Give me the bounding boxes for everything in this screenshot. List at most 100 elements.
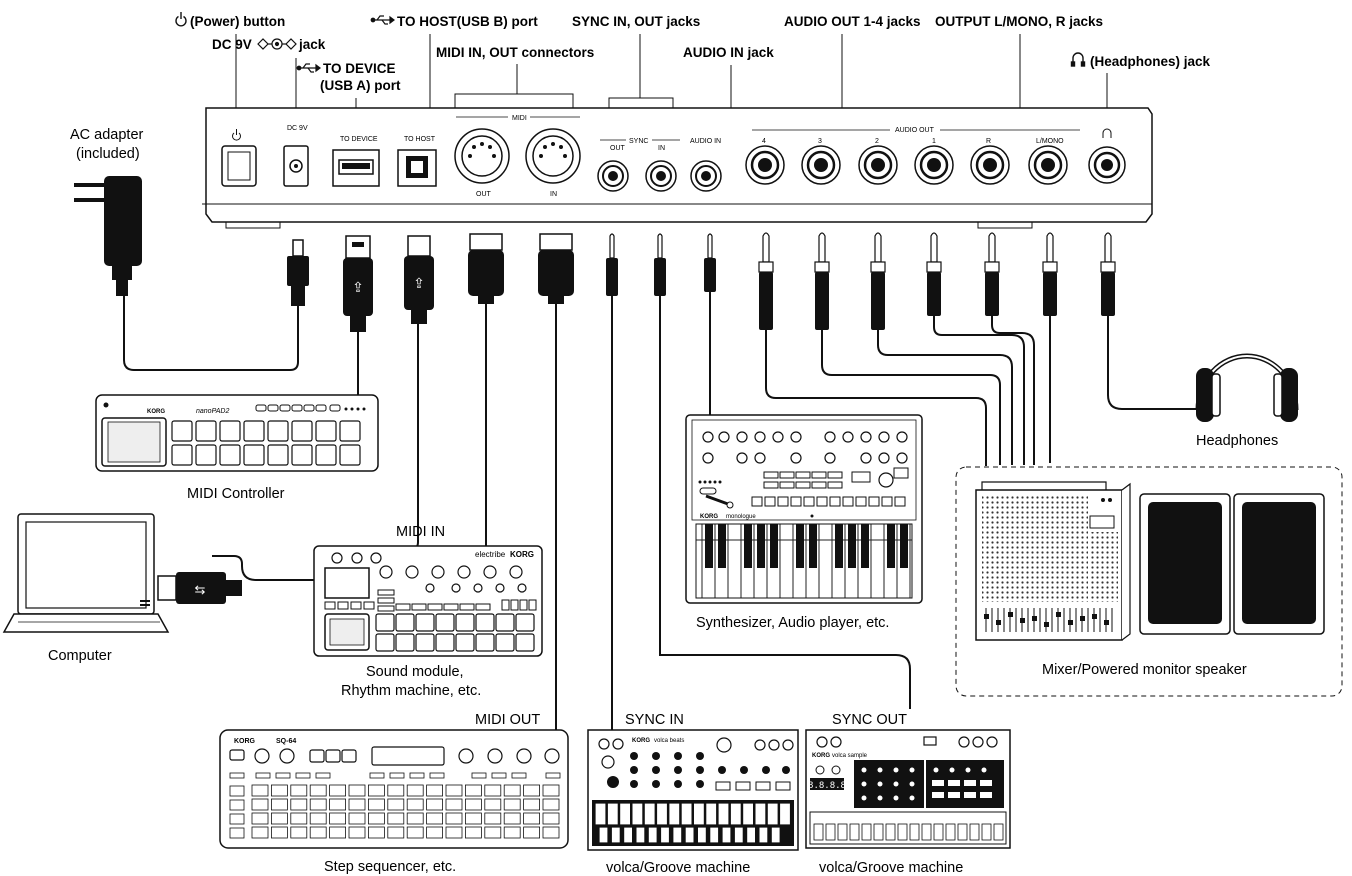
audio-in-plug — [704, 233, 716, 292]
step-pad — [523, 812, 540, 825]
volca-key — [743, 803, 753, 825]
step-pad — [348, 826, 366, 839]
out-l-panel-label: L/MONO — [1036, 138, 1064, 145]
headphones-jack[interactable] — [1088, 128, 1126, 184]
to-host-panel-label: TO HOST — [404, 136, 436, 143]
sync-in-label: SYNC IN — [625, 712, 684, 728]
sync-out-panel-label: OUT — [610, 145, 626, 152]
sync-in-plug — [654, 233, 666, 296]
step-pad — [367, 812, 385, 825]
step-pad — [387, 826, 405, 839]
volca-key — [969, 823, 980, 841]
audio-out-4-jack[interactable]: 4 — [745, 138, 785, 185]
volca-sample-device: SYNC OUT KORG volca sample 8.8.8.8 volca… — [805, 712, 1011, 876]
mixer-label: Mixer/Powered monitor speaker — [1042, 662, 1247, 678]
volca-key — [722, 827, 731, 843]
sync-panel-label: SYNC — [629, 138, 648, 145]
audio-out-callout-text: AUDIO OUT 1-4 jacks — [784, 14, 921, 29]
volca-beats-device: SYNC IN KORG volca beats volca/Groove ma… — [587, 712, 799, 876]
korg-logo-text: KORG — [812, 753, 830, 759]
headphones-icon — [1102, 128, 1112, 138]
volca-key — [837, 823, 848, 841]
output-r-jack[interactable]: R — [970, 138, 1010, 185]
step-pad — [387, 784, 405, 797]
step-pad — [503, 784, 521, 797]
volca-sample-label: volca/Groove machine — [819, 860, 963, 876]
step-pad — [309, 798, 327, 811]
dc9v-callout-text: DC 9V — [212, 37, 252, 52]
midi-plug-in — [538, 233, 574, 304]
audio-out-3-jack[interactable]: 3 — [801, 138, 841, 185]
step-pad — [270, 784, 288, 797]
volca-key — [813, 823, 824, 841]
midi-in-label: MIDI IN — [396, 524, 445, 540]
audio-out-2-jack[interactable]: 2 — [858, 138, 898, 185]
output-l-mono-jack[interactable]: L/MONO — [1028, 138, 1068, 185]
volca-key — [755, 803, 766, 825]
power-icon — [175, 12, 187, 27]
step-pad — [367, 784, 385, 797]
volca-key — [957, 823, 968, 841]
sync-out-label: SYNC OUT — [832, 712, 907, 728]
korg-logo-text: KORG — [234, 738, 256, 745]
dc9v-suffix-text: jack — [298, 37, 326, 52]
ac-adapter-note: (included) — [76, 146, 140, 162]
step-pad — [445, 812, 463, 825]
headphones-label: Headphones — [1196, 433, 1278, 449]
output-callout-text: OUTPUT L/MONO, R jacks — [935, 14, 1103, 29]
monologue-logo-text: monologue — [726, 514, 756, 520]
volca-keys — [813, 823, 1004, 841]
step-pad — [329, 812, 347, 825]
step-pad — [309, 812, 327, 825]
sync-in-jack[interactable]: IN — [645, 145, 677, 192]
audio-in-callout-text: AUDIO IN jack — [683, 45, 774, 60]
audio-in-jack[interactable]: AUDIO IN — [690, 138, 722, 192]
volca-key — [849, 823, 860, 841]
step-pad — [387, 798, 405, 811]
volca-key — [734, 827, 743, 843]
usb-a-port[interactable]: TO DEVICE — [332, 136, 380, 187]
volca-key — [981, 823, 992, 841]
computer-label: Computer — [48, 648, 112, 664]
headphones-icon — [1070, 52, 1086, 67]
volca-beats-logo-text: volca beats — [654, 738, 684, 744]
step-pad — [290, 812, 308, 825]
step-pad — [523, 784, 540, 797]
step-sequencer-device: MIDI OUT KORG SQ-64 Step sequencer, etc. — [219, 712, 569, 875]
usb-b-port[interactable]: TO HOST — [397, 136, 437, 187]
step-pad — [426, 812, 444, 825]
volca-key — [885, 823, 896, 841]
volca-key — [873, 823, 884, 841]
callout-headphones: (Headphones) jack — [1070, 52, 1211, 69]
power-callout-text: (Power) button — [190, 14, 285, 29]
sound-module-device: MIDI IN electribe KORG Sound module, Rhy… — [313, 524, 543, 699]
volca-key — [747, 827, 755, 843]
cables — [123, 290, 1198, 730]
volca-key — [673, 827, 682, 843]
volca-key — [909, 823, 920, 841]
midi-in-panel-label: IN — [550, 191, 557, 198]
sync-out-jack[interactable]: OUT — [597, 145, 629, 192]
midi-in-connector[interactable]: IN — [525, 128, 581, 198]
speaker-right — [1233, 493, 1325, 635]
midi-panel-label: MIDI — [512, 115, 527, 122]
usb-icon: ⇪ — [352, 279, 364, 295]
volca-key — [993, 823, 1004, 841]
step-pad — [348, 798, 366, 811]
callout-to-host: TO HOST(USB B) port — [370, 14, 538, 29]
phone-plugs — [758, 232, 1116, 330]
callout-dc9v: DC 9V jack — [212, 37, 326, 52]
midi-out-connector[interactable]: OUT — [454, 128, 510, 198]
rhythm-machine-label: Rhythm machine, etc. — [341, 683, 481, 699]
step-grid — [251, 784, 560, 839]
power-button[interactable] — [221, 129, 257, 187]
step-pad — [406, 826, 424, 839]
out-r-panel-label: R — [986, 138, 991, 145]
volca-key — [632, 803, 643, 825]
dc-jack[interactable]: DC 9V — [283, 125, 309, 187]
step-sequencer-label: Step sequencer, etc. — [324, 859, 456, 875]
step-pad — [464, 826, 482, 839]
audio-out-1-jack[interactable]: 1 — [914, 138, 954, 185]
korg-logo-text: KORG — [147, 409, 165, 415]
